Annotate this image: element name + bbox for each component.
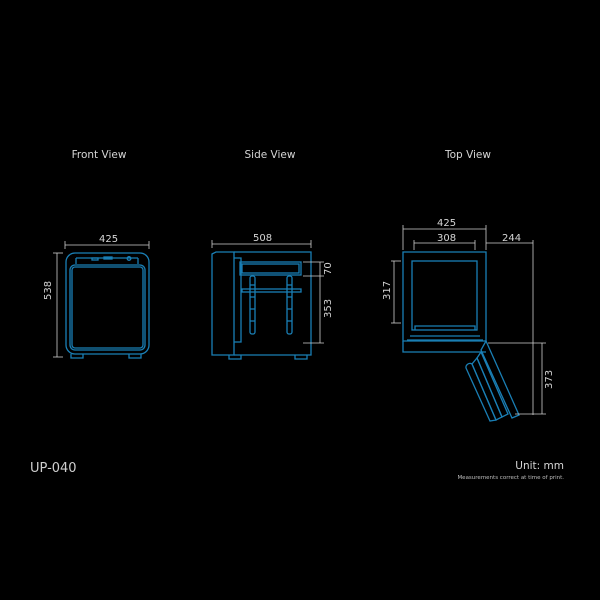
top-inner-width-dimension: 308 <box>437 233 457 244</box>
model-number: UP-040 <box>30 461 77 476</box>
side-top-gap-dimension: 70 <box>323 262 334 275</box>
top-door-swing-dimension: 244 <box>502 233 522 244</box>
top-inner-depth-dimension: 317 <box>382 280 393 300</box>
side-inner-height-dimension: 353 <box>323 298 334 318</box>
side-view-drawing <box>211 251 312 360</box>
front-width-dimension: 425 <box>99 234 119 245</box>
top-view-title: Top View <box>445 149 491 161</box>
unit-label: Unit: mm <box>515 460 564 472</box>
front-view-title: Front View <box>71 149 127 161</box>
top-door-depth-dimension: 373 <box>544 369 555 389</box>
side-view-title: Side View <box>244 149 296 161</box>
side-depth-dimension: 508 <box>253 233 273 244</box>
top-width-dimension: 425 <box>437 218 457 229</box>
top-view-drawing <box>402 251 520 422</box>
front-height-dimension: 538 <box>43 280 54 300</box>
dimension-lines <box>53 225 546 415</box>
measurement-note: Measurements correct at time of print. <box>457 475 564 481</box>
front-view-drawing <box>65 252 150 359</box>
